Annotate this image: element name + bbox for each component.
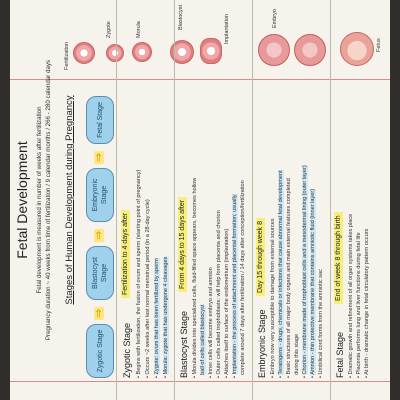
arrow-right-icon: ⇒	[93, 306, 105, 320]
blastocyst-bullet: • Attaches itself to surface of the endo…	[224, 228, 230, 378]
fetal-bullet: • Placenta performs lung and liver funct…	[356, 232, 362, 378]
fetus-illustration	[340, 32, 374, 66]
blastocyst-bullet: ball of cells called blastocyst	[200, 304, 206, 378]
notes-page: Fetal Development Fetal development is m…	[10, 0, 390, 400]
section-divider	[174, 0, 175, 400]
stage-zygotic: Zygotic Stage	[86, 324, 114, 378]
ovum-sperm-icon	[73, 42, 95, 64]
blastocyst-heading: Blastocyst Stage	[179, 310, 189, 378]
embryonic-bullet: • Embryo now very susceptible to damage …	[270, 218, 276, 378]
intro-line-2: Pregnancy duration ~ 40 weeks from time …	[45, 59, 52, 341]
bullet-text: Dramatic growth and refinement of all or…	[348, 213, 354, 375]
embryonic-bullet: • Teratogens - drugs, chemicals or infec…	[278, 170, 284, 378]
zygotic-tag: Fertilization to 4 days after	[121, 209, 130, 298]
bullet-text: during this stage	[294, 333, 300, 375]
page-title: Fetal Development	[14, 141, 30, 259]
bullet-text: Occurs ~2 weeks after last normal menstr…	[145, 199, 151, 375]
bullet-text: Chorion - membrane made of trophoblast c…	[302, 165, 308, 375]
blastocyst-bullet: • Morula divides into specialized cells,…	[192, 177, 198, 378]
fetal-bullet: • At birth - dramatic change in fetal ci…	[364, 228, 370, 378]
bullet-text: Attaches itself to surface of the endome…	[224, 228, 230, 375]
blastocyst-bullet: complete around 7 days after fertilizati…	[240, 180, 246, 378]
intro-line-1: Fetal development is measured in number …	[36, 106, 43, 294]
bullet-text: Embryo now very susceptible to damage fr…	[270, 218, 276, 375]
zygotic-bullet: • Occurs ~2 weeks after last normal mens…	[145, 199, 151, 378]
bullet-text: Umbilical cord forms from the amniotic s…	[318, 269, 324, 375]
embryo-illustration	[294, 34, 326, 66]
embryonic-bullet: • Chorion - membrane made of trophoblast…	[302, 165, 308, 378]
label-implantation: Implantation	[224, 14, 230, 44]
implantation-icon	[200, 38, 222, 64]
blastocyst-tag: From 4 days to 15 days after	[178, 196, 187, 292]
bullet-text: Inner cells will become embryo and amnio…	[208, 267, 214, 375]
label-embryo: Embryo	[272, 9, 278, 28]
bullet-text: At birth - dramatic change in fetal circ…	[364, 228, 370, 375]
arrow-right-icon: ⇒	[93, 228, 105, 242]
stage-embryonic-label: Embryonic Stage	[92, 178, 108, 212]
blastocyst-bullet: • Inner cells will become embryo and amn…	[208, 267, 214, 378]
bullet-text: Teratogens - drugs, chemicals or infecti…	[278, 170, 284, 375]
zygotic-bullet: • Begins with fertilization, the fusion …	[136, 169, 142, 378]
zygotic-bullet: • Morula: zygote that has undergone 4 cl…	[163, 256, 169, 378]
stage-zygotic-label: Zygotic Stage	[96, 329, 104, 373]
bullet-text: Implantation - the process of attachment…	[232, 194, 238, 375]
label-zygote: Zygote	[106, 21, 112, 38]
label-morula: Morula	[136, 21, 142, 38]
label-blastocyst: Blastocyst	[178, 4, 184, 30]
blastocyst-bullet: • Outer cells called trophoblasts: will …	[216, 210, 222, 378]
bullet-text: Outer cells called trophoblasts: will he…	[216, 210, 222, 375]
arrow-right-icon: ⇒	[93, 150, 105, 164]
embryo-illustration	[258, 34, 290, 66]
embryonic-bullet: • Amnion - thin protective membrane that…	[310, 188, 316, 378]
stage-blastocyst-label: Blastocyst Stage	[92, 257, 108, 289]
section-divider	[330, 0, 331, 400]
morula-icon	[132, 42, 152, 62]
embryonic-bullet: • Umbilical cord forms from the amniotic…	[318, 269, 324, 378]
blastocyst-bullet: • Implantation - the process of attachme…	[232, 194, 238, 378]
label-fertilization: Fertilization	[64, 41, 70, 70]
bullet-text: Amnion - thin protective membrane that c…	[310, 188, 316, 375]
section-divider	[252, 0, 253, 400]
bullet-text: Basic structures of all major body organ…	[286, 178, 292, 375]
bullet-text: Placenta performs lung and liver functio…	[356, 232, 362, 375]
stage-blastocyst: Blastocyst Stage	[86, 246, 114, 300]
fetal-heading: Fetal Stage	[335, 331, 345, 378]
notes-screen: Fetal Development Fetal development is m…	[10, 0, 390, 400]
bullet-text: Zygote: ovum that has been fertilized by…	[154, 258, 160, 375]
bullet-text: Morula divides into specialized cells, f…	[192, 177, 198, 375]
embryonic-bullet: • Basic structures of all major body org…	[286, 178, 292, 378]
bullet-text: complete around 7 days after fertilizati…	[240, 180, 246, 375]
fetal-tag: End of week 8 through birth	[334, 212, 343, 304]
embryonic-tag: Day 15 through week 8	[256, 218, 265, 296]
zygote-icon	[106, 44, 124, 62]
embryonic-bullet: during this stage	[294, 334, 300, 378]
bullet-text: Begins with fertilization, the fusion of…	[136, 169, 142, 375]
section-divider	[116, 0, 117, 400]
stage-fetal-label: Fetal Stage	[96, 102, 104, 138]
zygotic-bullet: • Zygote: ovum that has been fertilized …	[154, 258, 160, 378]
zygotic-heading: Zygotic Stage	[122, 322, 132, 378]
embryonic-heading: Embryonic Stage	[257, 309, 267, 378]
fetal-bullet: • Dramatic growth and refinement of all …	[348, 213, 354, 378]
stage-fetal: Fetal Stage	[86, 96, 114, 144]
bullet-text: Morula: zygote that has undergone 4 clea…	[163, 256, 169, 375]
stage-embryonic: Embryonic Stage	[86, 168, 114, 222]
label-fetus: Fetus	[376, 38, 382, 52]
bullet-text: ball of cells called blastocyst	[200, 304, 206, 375]
